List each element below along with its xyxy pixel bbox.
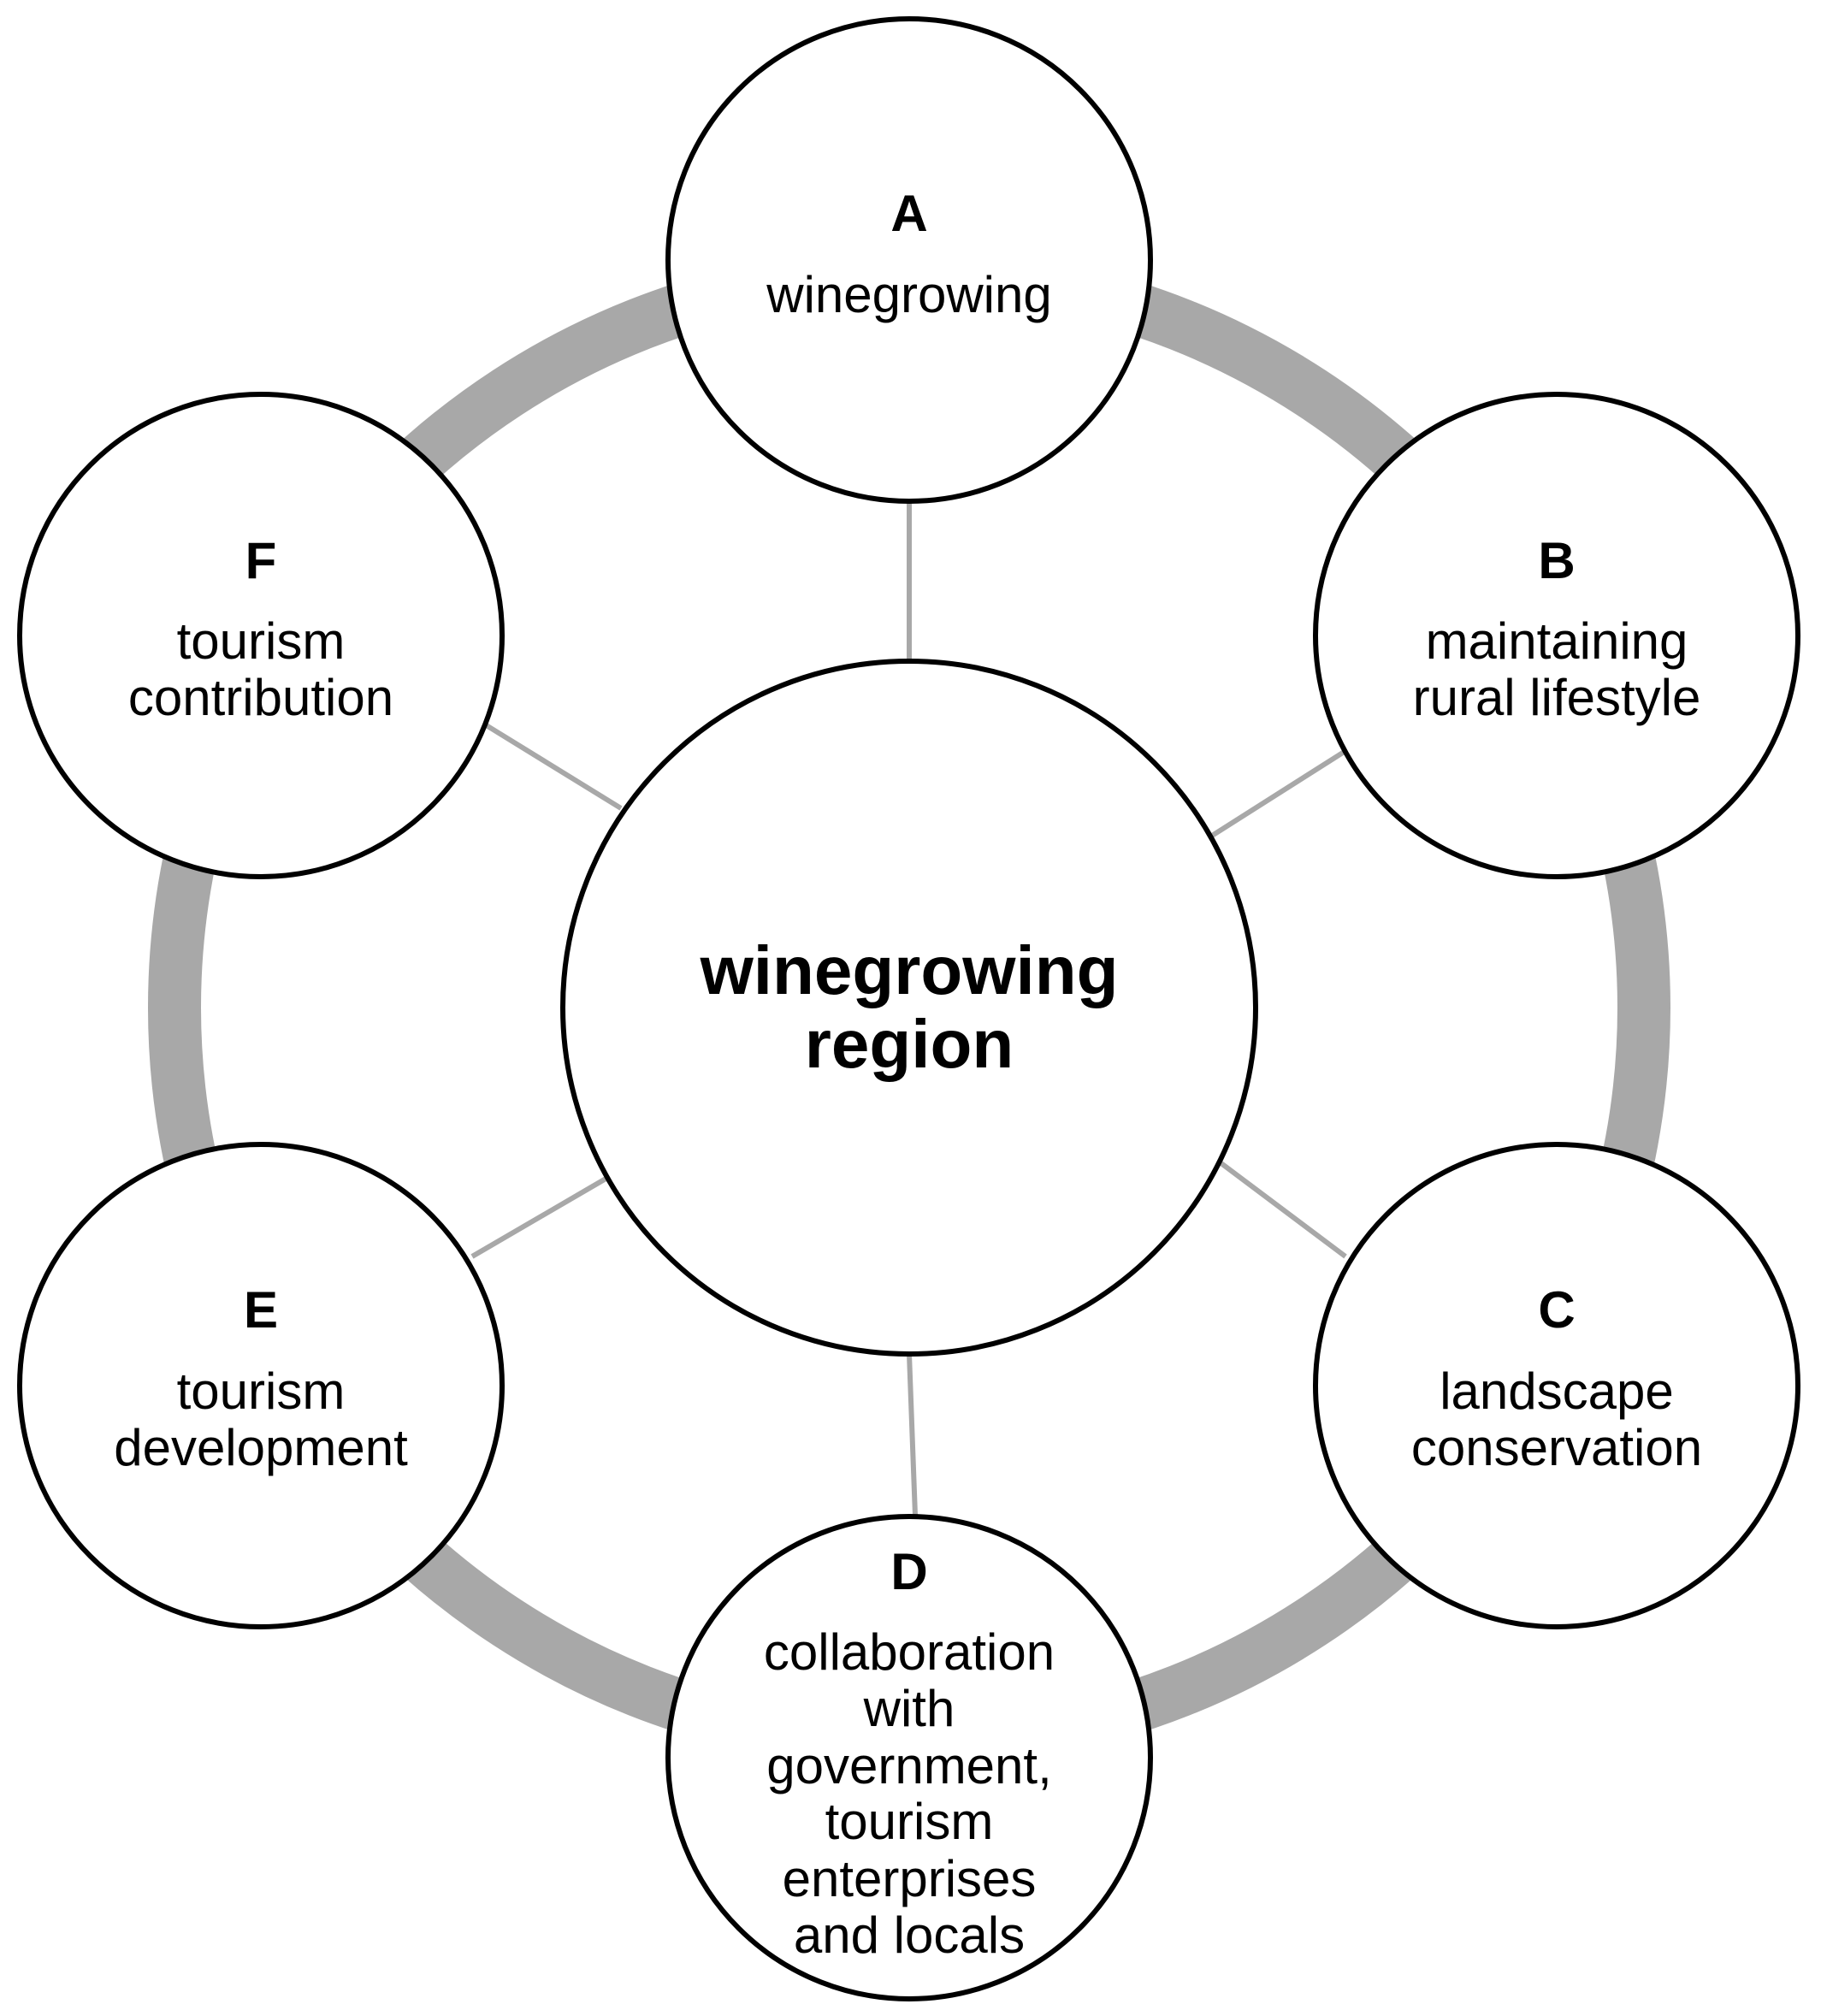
node-a-letter: A [890,185,927,242]
connector-c [1210,1154,1347,1259]
node-a-line-1: winegrowing [766,266,1052,323]
center-label-line-2: region [805,1006,1014,1082]
node-f-circle [17,392,505,879]
connector-f [479,719,623,811]
node-a-circle [665,16,1153,504]
connector-d [907,1353,918,1516]
node-f-line-2: contribution [128,669,393,726]
node-b-line-1: maintaining [1426,612,1688,670]
connector-e [470,1175,609,1259]
node-d-line-3: government, [766,1737,1052,1794]
node-d-line-2: with [863,1680,955,1737]
node-e: E tourism development [17,1142,505,1629]
node-c-circle [1313,1142,1800,1629]
center-circle [560,659,1258,1357]
node-d-circle [665,1514,1153,2001]
node-b: B maintaining rural lifestyle [1313,392,1800,879]
node-c: C landscape conservation [1313,1142,1800,1629]
center-node: winegrowing region [560,659,1258,1357]
connectors [470,496,1347,1516]
node-e-line-2: development [114,1419,408,1476]
node-d-line-4: tourism [825,1793,994,1850]
node-d-letter: D [890,1543,927,1600]
node-c-letter: C [1538,1281,1575,1339]
node-d: D collaboration with government, tourism… [665,1514,1153,2001]
node-b-circle [1313,392,1800,879]
node-b-line-2: rural lifestyle [1413,669,1701,726]
node-f: F tourism contribution [17,392,505,879]
node-d-line-5: enterprises [783,1850,1037,1907]
node-e-line-1: tourism [177,1363,346,1420]
center-label-line-1: winegrowing [700,932,1119,1008]
node-d-line-6: and locals [794,1907,1025,1964]
node-f-letter: F [245,532,277,589]
node-a: A winegrowing [665,16,1153,504]
node-f-line-1: tourism [177,612,346,670]
node-e-letter: E [244,1281,278,1339]
node-d-line-1: collaboration [764,1623,1055,1681]
node-b-letter: B [1538,532,1575,589]
node-c-line-2: conservation [1411,1419,1702,1476]
connector-b [1210,748,1347,838]
node-c-line-1: landscape [1440,1363,1674,1420]
node-e-circle [17,1142,505,1629]
